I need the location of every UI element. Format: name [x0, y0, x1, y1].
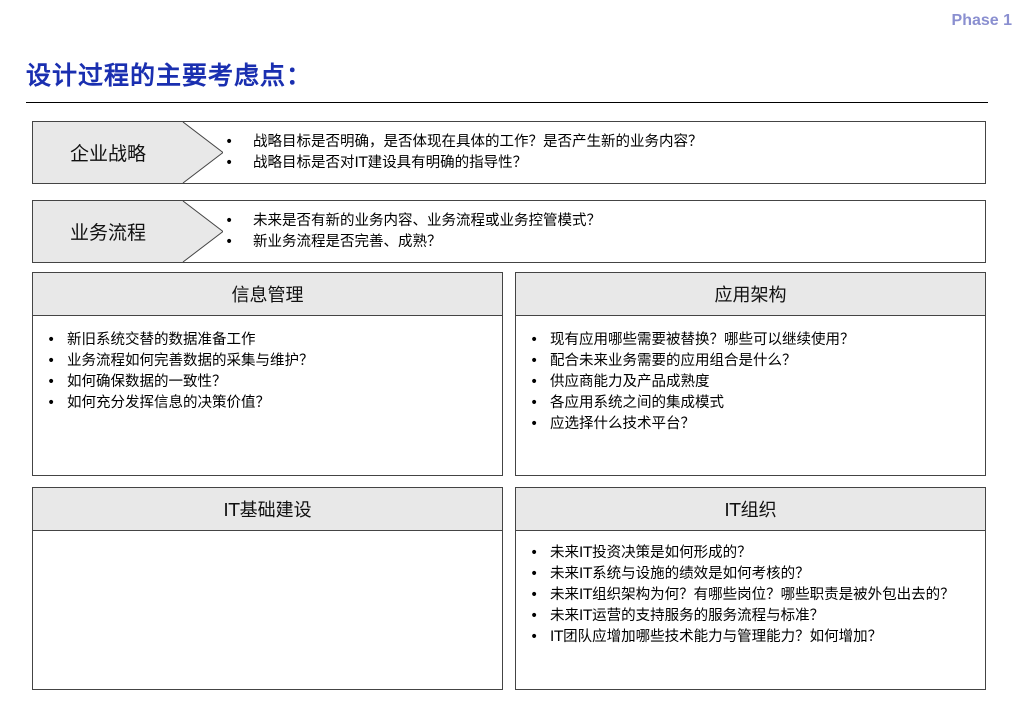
list-item: 未来IT投资决策是如何形成的？	[530, 543, 971, 564]
list-item: 如何确保数据的一致性？	[47, 372, 488, 393]
panel-org-list: 未来IT投资决策是如何形成的？ 未来IT系统与设施的绩效是如何考核的？ 未来IT…	[516, 531, 985, 648]
list-item: 未来IT系统与设施的绩效是如何考核的？	[530, 564, 971, 585]
row-strategy-label-block: 企业战略	[33, 122, 223, 183]
list-item: 未来IT组织架构为何？有哪些岗位？哪些职责是被外包出去的？	[530, 585, 971, 606]
list-item: 配合未来业务需要的应用组合是什么？	[530, 351, 971, 372]
bullet-item: 新业务流程是否完善、成熟？	[225, 232, 975, 253]
panel-info-management: 信息管理 新旧系统交替的数据准备工作 业务流程如何完善数据的采集与维护？ 如何确…	[32, 272, 503, 476]
list-item: 未来IT运营的支持服务的服务流程与标准？	[530, 606, 971, 627]
chevron-shape	[33, 201, 223, 262]
list-item: 如何充分发挥信息的决策价值？	[47, 393, 488, 414]
row-strategy: 企业战略 战略目标是否明确，是否体现在具体的工作？是否产生新的业务内容？ 战略目…	[32, 121, 986, 184]
title-divider	[26, 102, 988, 103]
page-title: 设计过程的主要考虑点：	[26, 61, 313, 90]
chevron-shape	[33, 122, 223, 183]
panel-org-title: IT组织	[516, 488, 985, 531]
row-process-label-block: 业务流程	[33, 201, 223, 262]
bullet-item: 未来是否有新的业务内容、业务流程或业务控管模式？	[225, 211, 975, 232]
list-item: IT团队应增加哪些技术能力与管理能力？如何增加？	[530, 627, 971, 648]
panel-app-architecture: 应用架构 现有应用哪些需要被替换？哪些可以继续使用？ 配合未来业务需要的应用组合…	[515, 272, 986, 476]
panel-info-list: 新旧系统交替的数据准备工作 业务流程如何完善数据的采集与维护？ 如何确保数据的一…	[33, 316, 502, 414]
list-item: 各应用系统之间的集成模式	[530, 393, 971, 414]
panel-infra-title: IT基础建设	[33, 488, 502, 531]
list-item: 业务流程如何完善数据的采集与维护？	[47, 351, 488, 372]
panel-info-title: 信息管理	[33, 273, 502, 316]
row-process-bullets: 未来是否有新的业务内容、业务流程或业务控管模式？ 新业务流程是否完善、成熟？	[225, 211, 975, 253]
row-strategy-bullets: 战略目标是否明确，是否体现在具体的工作？是否产生新的业务内容？ 战略目标是否对I…	[225, 132, 975, 174]
list-item: 供应商能力及产品成熟度	[530, 372, 971, 393]
list-item: 应选择什么技术平台？	[530, 414, 971, 435]
panel-it-organization: IT组织 未来IT投资决策是如何形成的？ 未来IT系统与设施的绩效是如何考核的？…	[515, 487, 986, 690]
bullet-item: 战略目标是否对IT建设具有明确的指导性？	[225, 153, 975, 174]
panel-app-title: 应用架构	[516, 273, 985, 316]
row-process-label: 业务流程	[69, 222, 146, 244]
list-item: 现有应用哪些需要被替换？哪些可以继续使用？	[530, 330, 971, 351]
row-process: 业务流程 未来是否有新的业务内容、业务流程或业务控管模式？ 新业务流程是否完善、…	[32, 200, 986, 263]
phase-label: Phase 1	[951, 12, 1012, 29]
panel-it-infrastructure: IT基础建设	[32, 487, 503, 690]
list-item: 新旧系统交替的数据准备工作	[47, 330, 488, 351]
row-strategy-label: 企业战略	[69, 143, 146, 165]
panel-infra-list	[33, 531, 502, 545]
bullet-item: 战略目标是否明确，是否体现在具体的工作？是否产生新的业务内容？	[225, 132, 975, 153]
panel-app-list: 现有应用哪些需要被替换？哪些可以继续使用？ 配合未来业务需要的应用组合是什么？ …	[516, 316, 985, 435]
